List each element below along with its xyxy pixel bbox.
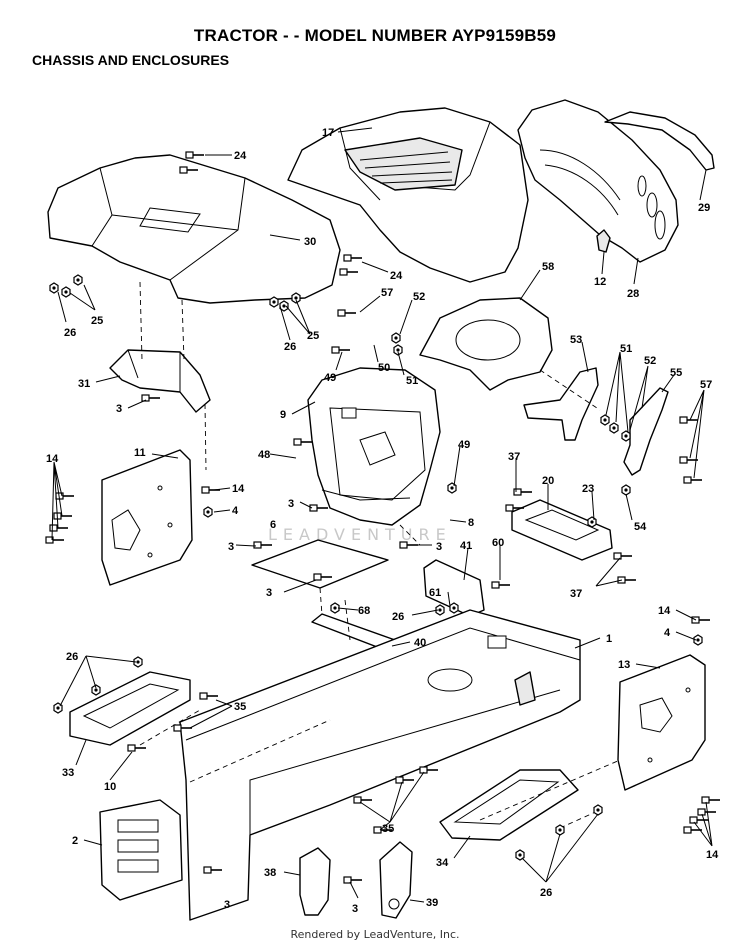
- callout-34: 34: [436, 857, 449, 869]
- callout-24: 24: [390, 270, 403, 282]
- footrest-left-part-33: [69, 671, 191, 746]
- frame-part-1: [179, 609, 581, 921]
- callout-14: 14: [232, 483, 245, 495]
- callout-14: 14: [706, 849, 719, 861]
- callout-3: 3: [266, 587, 272, 599]
- callout-61: 61: [429, 587, 441, 599]
- callout-8: 8: [468, 517, 474, 529]
- callout-17: 17: [322, 127, 334, 139]
- bracket-part-39: [379, 841, 413, 919]
- callout-25: 25: [307, 330, 319, 342]
- callout-52: 52: [413, 291, 425, 303]
- callout-25: 25: [91, 315, 103, 327]
- callout-31: 31: [78, 378, 90, 390]
- callout-9: 9: [280, 409, 286, 421]
- callout-3: 3: [116, 403, 122, 415]
- callout-51: 51: [406, 375, 418, 387]
- grille-part-28: [517, 99, 679, 263]
- hood-trim-part-29: [604, 111, 715, 171]
- callout-40: 40: [414, 637, 426, 649]
- footrest-right-part-34: [439, 769, 579, 841]
- bracket-part-20: [511, 499, 613, 561]
- callout-3: 3: [436, 541, 442, 553]
- callout-37: 37: [508, 451, 520, 463]
- callout-4: 4: [232, 505, 239, 517]
- bracket-part-53: [523, 367, 599, 441]
- callout-57: 57: [700, 379, 712, 391]
- bracket-part-38: [299, 847, 331, 916]
- callout-3: 3: [224, 899, 230, 911]
- callout-41: 41: [460, 540, 472, 552]
- side-panel-right-part-13: [617, 654, 706, 791]
- bracket-part-55: [623, 387, 669, 476]
- callout-10: 10: [104, 781, 116, 793]
- callout-4: 4: [664, 627, 671, 639]
- callout-3: 3: [352, 903, 358, 915]
- callout-55: 55: [670, 367, 682, 379]
- callout-26: 26: [540, 887, 552, 899]
- section-subtitle: CHASSIS AND ENCLOSURES: [32, 52, 230, 68]
- page-title: TRACTOR - - MODEL NUMBER AYP9159B59: [193, 26, 557, 45]
- callout-50: 50: [378, 362, 390, 374]
- bracket-part-31: [109, 349, 211, 413]
- callout-24: 24: [234, 150, 247, 162]
- callout-57: 57: [381, 287, 393, 299]
- callout-12: 12: [594, 276, 606, 288]
- callout-60: 60: [492, 537, 504, 549]
- callout-49: 49: [324, 372, 336, 384]
- clip-part-12: [596, 229, 611, 253]
- plate-part-6: [251, 539, 389, 589]
- callout-26: 26: [392, 611, 404, 623]
- footer-credit: Rendered by LeadVenture, Inc.: [290, 928, 460, 941]
- callout-48: 48: [258, 449, 270, 461]
- callout-58: 58: [542, 261, 554, 273]
- callout-26: 26: [284, 341, 296, 353]
- callout-35: 35: [234, 701, 246, 713]
- bracket-part-2: [99, 799, 183, 901]
- callout-33: 33: [62, 767, 74, 779]
- callout-53: 53: [570, 334, 582, 346]
- callout-13: 13: [618, 659, 630, 671]
- assembly-guide-lines: [139, 281, 621, 829]
- callout-38: 38: [264, 867, 276, 879]
- callout-52: 52: [644, 355, 656, 367]
- callout-29: 29: [698, 202, 710, 214]
- callout-leader-lines: [51, 127, 713, 903]
- callout-14: 14: [46, 453, 59, 465]
- callout-6: 6: [270, 519, 276, 531]
- callout-68: 68: [358, 605, 370, 617]
- callout-14: 14: [658, 605, 671, 617]
- callout-3: 3: [228, 541, 234, 553]
- hood-part-17: [287, 107, 529, 283]
- side-panel-left-part-11: [101, 449, 193, 586]
- callout-2: 2: [72, 835, 78, 847]
- callout-26: 26: [66, 651, 78, 663]
- dash-panel-part-9: [307, 367, 441, 526]
- callout-30: 30: [304, 236, 316, 248]
- callout-54: 54: [634, 521, 647, 533]
- shroud-part-58: [419, 297, 553, 391]
- callout-11: 11: [134, 447, 146, 459]
- callout-49: 49: [458, 439, 470, 451]
- callout-1: 1: [606, 633, 612, 645]
- callout-26: 26: [64, 327, 76, 339]
- callout-numbers: 17 29 24 30 24 12 28 25 26 58 57 52 25 2…: [46, 127, 719, 915]
- watermark-text: LEADVENTURE: [268, 525, 452, 544]
- callout-23: 23: [582, 483, 594, 495]
- bracket-part-41: [423, 559, 485, 617]
- callout-20: 20: [542, 475, 554, 487]
- callout-35: 35: [382, 823, 394, 835]
- callout-3: 3: [288, 498, 294, 510]
- callout-37: 37: [570, 588, 582, 600]
- callout-39: 39: [426, 897, 438, 909]
- rear-fender-part-30: [47, 154, 341, 304]
- callout-28: 28: [627, 288, 639, 300]
- callout-51: 51: [620, 343, 632, 355]
